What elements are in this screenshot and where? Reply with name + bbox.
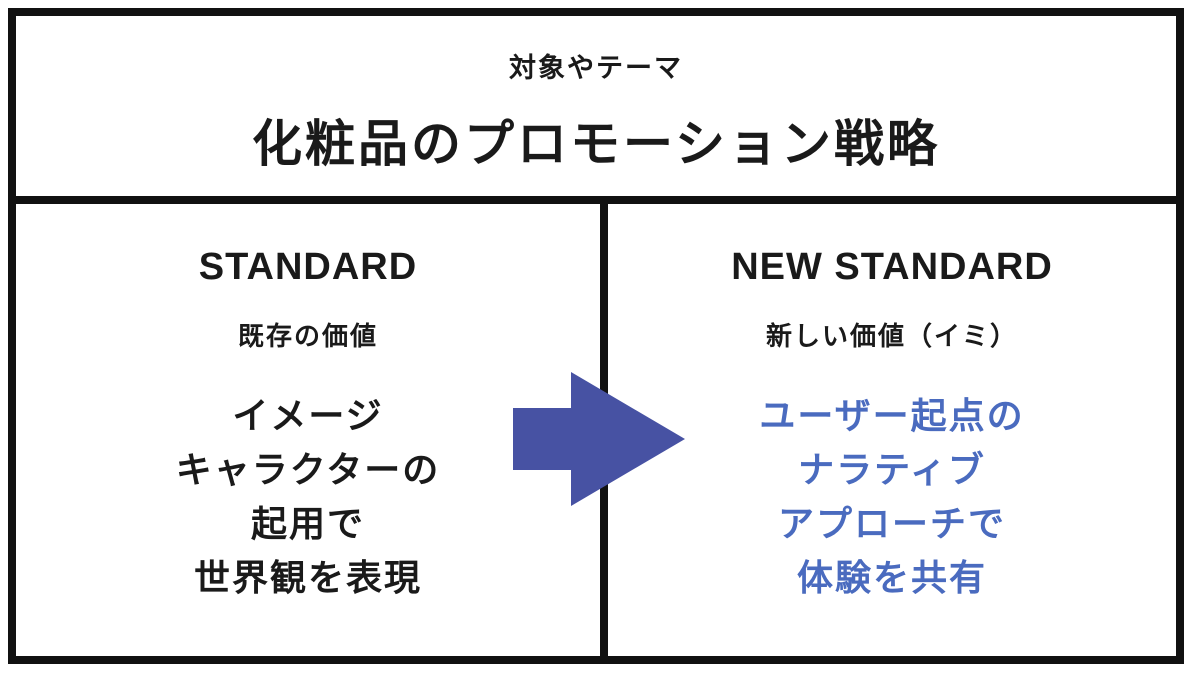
new-standard-heading: NEW STANDARD bbox=[731, 246, 1053, 288]
header-subtitle: 対象やテーマ bbox=[509, 53, 683, 84]
new-standard-body-line: アプローチで bbox=[777, 504, 1006, 545]
standard-heading: STANDARD bbox=[198, 246, 418, 288]
standard-body-line: キャラクターの bbox=[175, 450, 441, 491]
new-standard-body: ユーザー起点の ナラティブ アプローチで 体験を共有 bbox=[608, 390, 1176, 606]
new-standard-body-line: ユーザー起点の bbox=[759, 396, 1025, 437]
standard-body: イメージ キャラクターの 起用で 世界観を表現 bbox=[16, 390, 600, 606]
arrow-shape bbox=[513, 372, 685, 506]
new-standard-panel: NEW STANDARD 新しい価値（イミ） ユーザー起点の ナラティブ アプロ… bbox=[608, 204, 1176, 656]
new-standard-subheading: 新しい価値（イミ） bbox=[765, 322, 1018, 352]
standard-subheading: 既存の価値 bbox=[237, 322, 378, 352]
new-standard-body-line: 体験を共有 bbox=[796, 558, 987, 599]
header-title: 化粧品のプロモーション戦略 bbox=[252, 115, 940, 173]
standard-body-line: イメージ bbox=[232, 396, 384, 437]
standard-body-line: 起用で bbox=[250, 504, 365, 545]
new-standard-body-line: ナラティブ bbox=[798, 450, 986, 491]
right-arrow-icon bbox=[513, 372, 685, 506]
standard-body-line: 世界観を表現 bbox=[193, 558, 422, 599]
header: 対象やテーマ 化粧品のプロモーション戦略 bbox=[16, 16, 1176, 204]
diagram-frame: 対象やテーマ 化粧品のプロモーション戦略 STANDARD 既存の価値 イメージ… bbox=[8, 8, 1184, 664]
standard-panel: STANDARD 既存の価値 イメージ キャラクターの 起用で 世界観を表現 bbox=[16, 204, 608, 656]
